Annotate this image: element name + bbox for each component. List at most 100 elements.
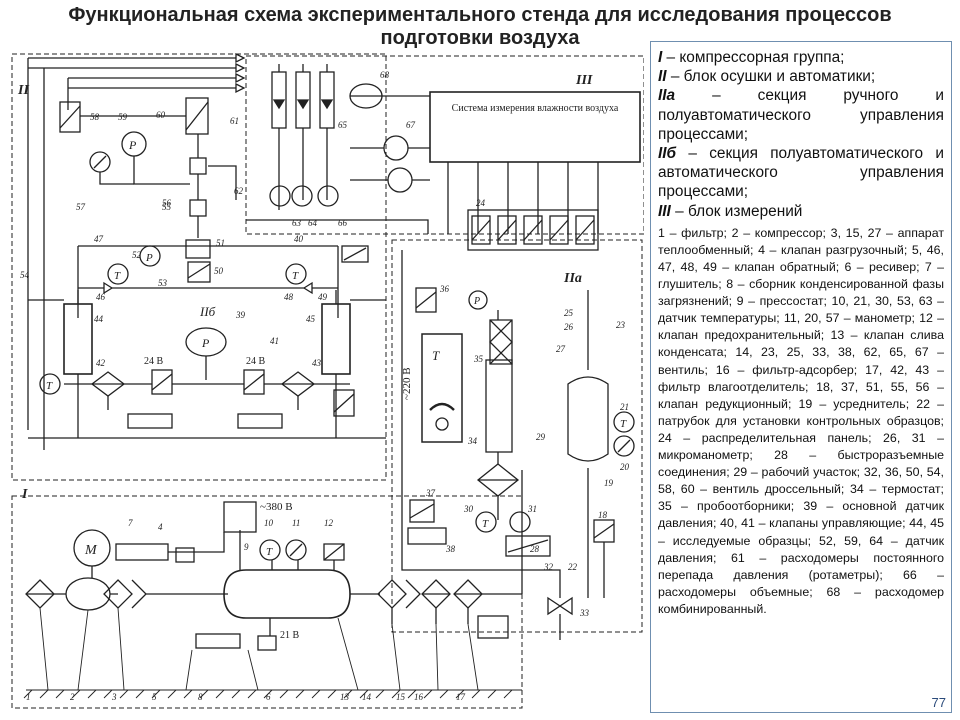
svg-text:59: 59 (118, 112, 128, 122)
functional-scheme-diagram: II III IIа IIб I Система измерения влажн… (11, 52, 644, 709)
ground-hatching (23, 607, 522, 699)
svg-text:~380 В: ~380 В (260, 501, 293, 513)
throttle-valve-58 (59, 101, 81, 133)
legend-block-ii: II – блок осушки и автоматики; (658, 68, 876, 86)
reducer-valve-56 (189, 157, 207, 175)
drain-valve-13 (257, 635, 277, 651)
condensate-collector-left (127, 413, 173, 429)
pressure-gauge-64 (291, 185, 313, 207)
pressure-sensor-52 (139, 245, 161, 267)
svg-text:2: 2 (70, 692, 75, 702)
svg-text:T: T (114, 270, 121, 282)
temperature-sensor-63 (269, 185, 291, 207)
svg-text:23: 23 (616, 320, 626, 330)
svg-text:21 В: 21 В (280, 630, 300, 641)
svg-text:6: 6 (266, 692, 271, 702)
svg-text:9: 9 (244, 542, 249, 552)
gauge-62 (317, 185, 339, 207)
block-label-ii: II (17, 83, 29, 98)
block-label-i: I (21, 487, 28, 502)
svg-text:32: 32 (543, 562, 554, 572)
throttle-valve-36 (415, 287, 437, 313)
condensate-collector-right (237, 413, 283, 429)
svg-text:7: 7 (128, 518, 133, 528)
svg-text:66: 66 (338, 218, 348, 228)
condensate-collector-8 (195, 633, 241, 649)
svg-text:24: 24 (476, 198, 486, 208)
block-boundaries (11, 53, 644, 709)
svg-text:20: 20 (620, 462, 630, 472)
svg-text:8: 8 (198, 692, 203, 702)
temperature-sensor-21 (613, 411, 635, 433)
svg-text:34: 34 (467, 436, 478, 446)
svg-text:54: 54 (20, 270, 30, 280)
flowmeter-66-b (387, 167, 413, 193)
quick-connector-panel (407, 527, 447, 545)
svg-text:~220 В: ~220 В (401, 367, 413, 400)
svg-text:64: 64 (308, 218, 318, 228)
pressure-gauge-26 (468, 290, 488, 310)
svg-text:M: M (84, 543, 98, 558)
svg-text:5: 5 (152, 692, 157, 702)
throttle-panel-24 (467, 209, 599, 251)
block-label-iib: IIб (199, 304, 216, 319)
reducer-valve-55 (189, 199, 207, 217)
svg-text:63: 63 (292, 218, 302, 228)
svg-text:55: 55 (162, 202, 172, 212)
legend-components-list: 1 – фильтр; 2 – компрессор; 3, 15, 27 – … (658, 225, 944, 616)
heat-exchanger-27 (489, 319, 513, 365)
throttle-valve-32 (333, 389, 355, 417)
svg-text:42: 42 (96, 358, 106, 368)
block-label-iii: III (575, 73, 593, 88)
svg-text:P: P (473, 296, 480, 307)
signal-lines-to-iii (27, 52, 246, 450)
legend-block-i: I – компрессорная группа; (658, 49, 845, 66)
test-sample-45 (321, 303, 351, 375)
slide-title-line-2: подготовки воздуха (380, 27, 580, 49)
svg-text:3: 3 (111, 692, 117, 702)
slide-title: Функциональная схема экспериментального … (0, 4, 960, 50)
svg-text:24 В: 24 В (144, 356, 164, 367)
svg-text:68: 68 (380, 70, 390, 80)
heat-exchanger-15 (377, 579, 421, 609)
temperature-sensor-53-left (107, 263, 129, 285)
throttle-panel-valves (471, 215, 595, 245)
svg-text:52: 52 (132, 250, 142, 260)
legend-block-iii: III – блок измерений (658, 202, 803, 220)
legend-block-iib: IIб – секция полуавтоматического и автом… (658, 145, 944, 201)
throttle-valve-38 (505, 535, 551, 557)
page-number: 77 (931, 695, 946, 710)
block-label-iia: IIа (563, 271, 582, 286)
svg-text:62: 62 (234, 186, 244, 196)
reducer-valve-37 (409, 499, 435, 523)
temperature-sensor-30 (475, 511, 497, 533)
throttle-valve-50 (341, 245, 369, 263)
svg-text:4: 4 (158, 522, 163, 532)
svg-text:45: 45 (306, 314, 316, 324)
svg-text:16: 16 (414, 692, 424, 702)
svg-text:22: 22 (568, 562, 578, 572)
svg-text:65: 65 (338, 120, 348, 130)
svg-text:26: 26 (564, 322, 574, 332)
svg-text:18: 18 (598, 510, 608, 520)
humidity-measurement-system-box (429, 91, 641, 163)
svg-text:12: 12 (324, 518, 334, 528)
svg-text:13: 13 (340, 692, 350, 702)
control-valve-41 (243, 369, 265, 395)
svg-text:T: T (46, 380, 53, 392)
svg-text:P: P (128, 138, 137, 152)
thermostat-34 (421, 333, 463, 443)
svg-text:38: 38 (445, 544, 456, 554)
svg-text:10: 10 (264, 518, 274, 528)
flowmeter-66-a (383, 135, 409, 161)
svg-text:17: 17 (456, 692, 466, 702)
svg-text:49: 49 (318, 292, 328, 302)
svg-text:27: 27 (556, 344, 566, 354)
svg-text:40: 40 (294, 234, 304, 244)
svg-text:33: 33 (579, 608, 590, 618)
svg-text:36: 36 (439, 284, 450, 294)
legend-panel: I – компрессорная группа; II – блок осуш… (650, 41, 952, 713)
manometer-20 (613, 435, 635, 457)
svg-text:56: 56 (162, 198, 172, 208)
svg-text:51: 51 (216, 238, 225, 248)
